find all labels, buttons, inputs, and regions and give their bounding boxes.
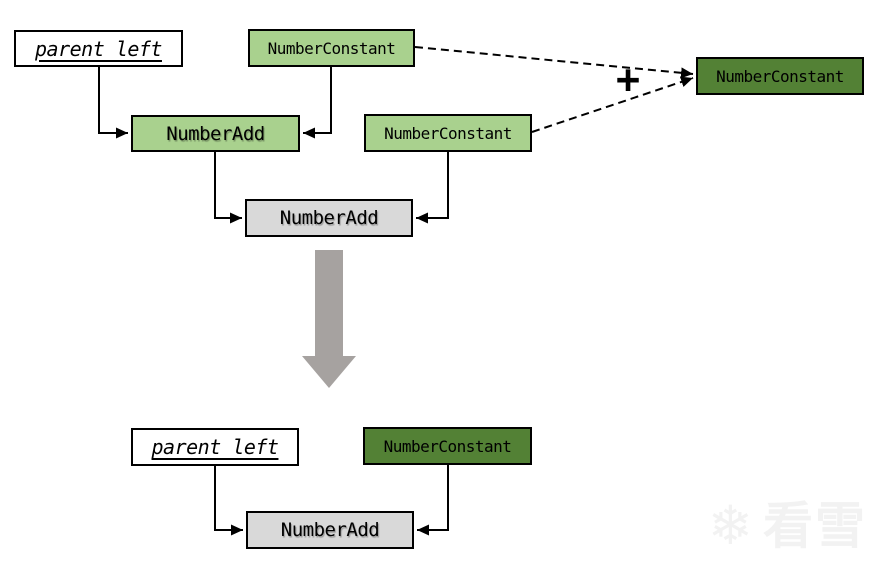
node-number-constant-mid: NumberConstant <box>364 114 532 152</box>
edge-folded-constant-to-add-bottom <box>417 465 449 536</box>
node-number-add-inner: NumberAdd <box>131 115 300 152</box>
transform-arrow <box>302 250 356 388</box>
node-parent-left-after: parent_left <box>131 428 299 466</box>
node-number-constant-top: NumberConstant <box>248 29 415 67</box>
node-number-add-outer: NumberAdd <box>245 199 413 237</box>
edge-parentleft-to-inner-add <box>98 67 128 139</box>
node-number-constant-folded: NumberConstant <box>696 57 864 95</box>
edge-constant-mid-to-outer-add <box>416 152 449 224</box>
node-parent-left-before: parent_left <box>14 30 183 67</box>
edge-dashed-constant-top-to-folded <box>414 46 694 79</box>
edge-inner-add-to-outer-add <box>214 152 242 224</box>
snowflake-icon: ❄ <box>707 494 753 557</box>
node-number-constant-folded-after: NumberConstant <box>363 427 532 465</box>
edge-parentleft-to-add-bottom <box>214 466 243 536</box>
edge-dashed-constant-mid-to-folded <box>531 76 694 133</box>
watermark-text: 看雪 <box>763 497 867 555</box>
plus-operator-symbol: + <box>615 57 641 104</box>
node-number-add-after: NumberAdd <box>246 511 414 549</box>
edge-constant-top-to-inner-add <box>303 67 332 139</box>
watermark: ❄ 看雪 <box>708 499 867 553</box>
